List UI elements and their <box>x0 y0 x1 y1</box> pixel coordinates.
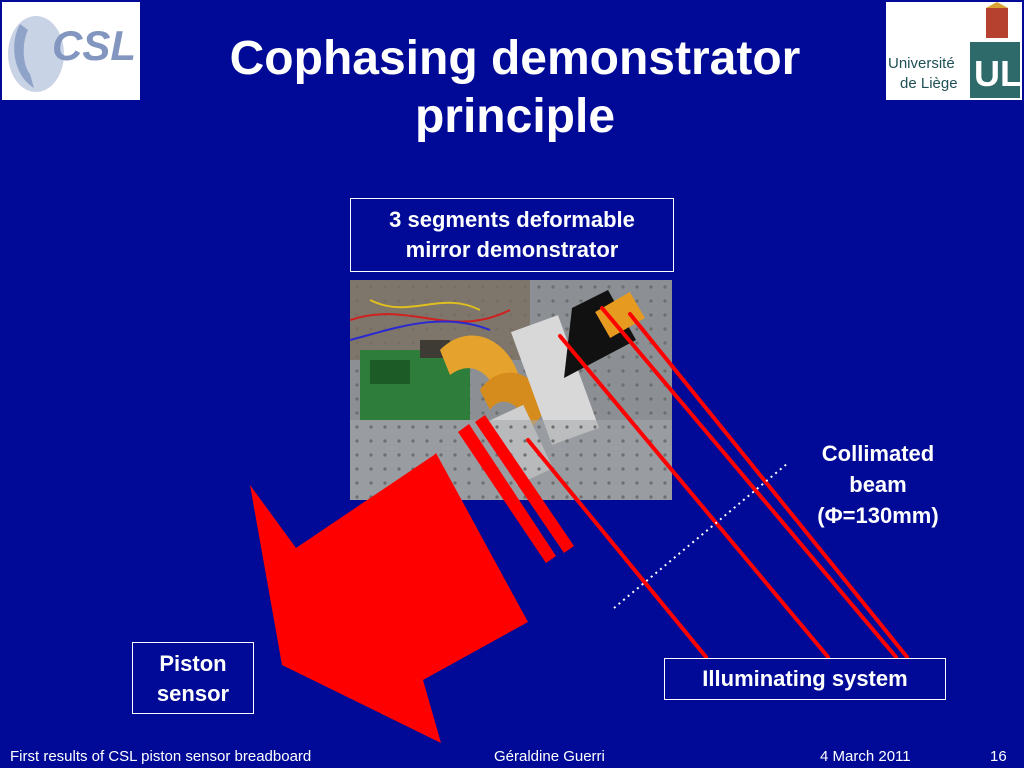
piston-line-1: Piston <box>159 651 227 676</box>
ulg-logo-text-1: Université <box>888 55 955 72</box>
csl-logo: CSL <box>2 2 140 100</box>
mirror-label-box: 3 segments deformable mirror demonstrato… <box>350 198 674 272</box>
csl-logo-text: CSL <box>52 22 136 69</box>
page-title-line-1: Cophasing demonstrator <box>229 32 801 85</box>
mirror-label-line-1: 3 segments deformable <box>389 207 635 232</box>
collimated-line-2: beam <box>849 472 907 497</box>
footer-presentation-title: First results of CSL piston sensor bread… <box>10 748 312 765</box>
page-title-line-2: principle <box>414 90 616 143</box>
footer-page-number: 16 <box>990 748 1007 765</box>
ulg-logo-mark: ULg <box>974 53 1022 94</box>
piston-sensor-box: Piston sensor <box>132 642 254 714</box>
ulg-logo: Université de Liège ULg <box>886 2 1024 100</box>
illuminating-system-box: Illuminating system <box>664 658 946 700</box>
piston-line-2: sensor <box>156 681 230 706</box>
illuminating-label: Illuminating system <box>702 666 908 691</box>
mirror-label-line-2: mirror demonstrator <box>405 237 619 262</box>
footer-author: Géraldine Guerri <box>494 748 605 765</box>
collimated-beam-label: Collimated beam (Φ=130mm) <box>792 438 964 531</box>
ulg-logo-text-2: de Liège <box>900 75 958 92</box>
page-title: Cophasing demonstrator principle <box>150 30 880 146</box>
collimated-line-3: (Φ=130mm) <box>817 503 939 528</box>
collimated-line-1: Collimated <box>821 441 935 466</box>
demonstrator-photo <box>349 280 672 500</box>
footer-date: 4 March 2011 <box>820 748 911 765</box>
